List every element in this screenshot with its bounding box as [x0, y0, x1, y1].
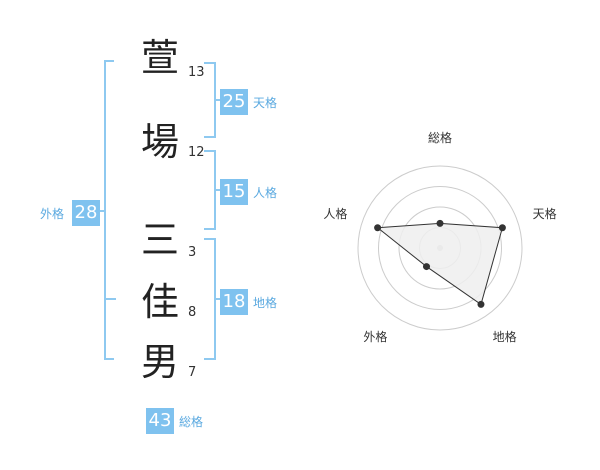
radar-rings — [357, 165, 523, 331]
radar-shape — [376, 222, 504, 306]
radar-points — [374, 219, 506, 308]
soukaku-score: 43 — [146, 408, 174, 434]
jinkaku-label: 人格 — [253, 186, 278, 200]
name-char-5: 男 — [140, 340, 179, 384]
radar-polygon — [376, 222, 504, 306]
stroke-count-4: 8 — [188, 305, 197, 320]
gaikaku-split-tick — [104, 298, 116, 300]
stroke-count-2: 12 — [188, 145, 205, 160]
stroke-count-3: 3 — [188, 245, 197, 260]
jinkaku-tick — [214, 189, 220, 191]
radar-point — [436, 219, 444, 227]
tenkaku-label: 天格 — [253, 96, 278, 110]
tenkaku-score: 25 — [220, 89, 248, 115]
radar-point — [498, 224, 506, 232]
soukaku-label: 総格 — [179, 415, 204, 429]
gaikaku-score: 28 — [72, 200, 100, 226]
gaikaku-label: 外格 — [40, 207, 65, 221]
name-char-4: 佳 — [140, 280, 179, 324]
stroke-count-5: 7 — [188, 365, 197, 380]
radar-axis-label: 人格 — [323, 206, 347, 221]
name-char-1: 萱 — [140, 36, 179, 80]
radar-ring — [378, 186, 502, 310]
name-char-2: 場 — [140, 120, 179, 164]
chikaku-tick — [214, 298, 220, 300]
radar-axis-label: 総格 — [428, 130, 452, 145]
name-char-3: 三 — [140, 218, 179, 262]
gaikaku-tick — [98, 210, 106, 212]
radar-point — [423, 263, 431, 271]
jinkaku-score: 15 — [220, 179, 248, 205]
stroke-count-1: 13 — [188, 65, 205, 80]
chikaku-label: 地格 — [253, 296, 278, 310]
tenkaku-tick — [214, 99, 220, 101]
radar-ring — [357, 165, 523, 331]
chikaku-score: 18 — [220, 289, 248, 315]
radar-axis-label: 外格 — [363, 329, 387, 344]
radar-point — [374, 224, 382, 232]
radar-point — [477, 300, 485, 308]
radar-axis-label: 地格 — [493, 329, 517, 344]
radar-axis-label: 天格 — [533, 206, 557, 221]
